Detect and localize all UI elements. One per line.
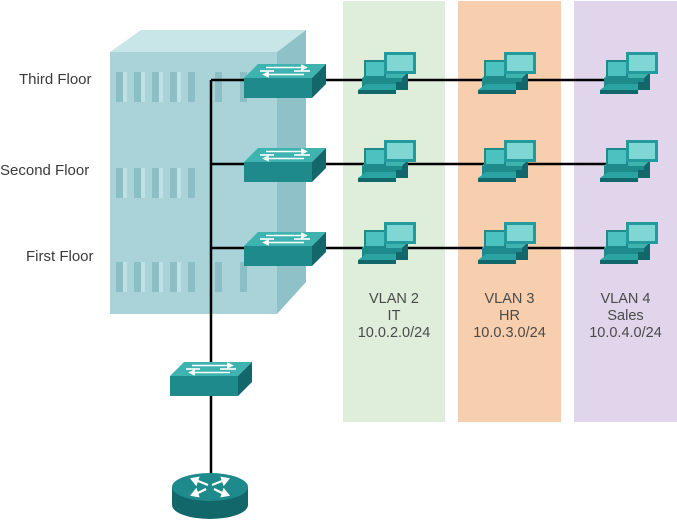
vlan2-subnet: 10.0.2.0/24	[357, 325, 431, 341]
router-icon	[172, 473, 248, 519]
vlan2-name: IT	[387, 308, 401, 324]
vlan3-label: VLAN 3 HR 10.0.3.0/24	[458, 291, 561, 342]
access-switch-icon	[243, 63, 327, 99]
building-icon	[110, 30, 306, 314]
vlan4-label: VLAN 4 Sales 10.0.4.0/24	[574, 291, 677, 342]
distribution-switch-icon	[169, 361, 253, 397]
vlan3-subnet: 10.0.3.0/24	[473, 325, 546, 341]
vlan2-id: VLAN 2	[369, 291, 419, 307]
vlan4-subnet: 10.0.4.0/24	[589, 325, 662, 341]
vlan4-name: Sales	[607, 308, 644, 324]
vlan3-name: HR	[499, 308, 520, 324]
vlan4-id: VLAN 4	[600, 291, 651, 307]
vlan2-label: VLAN 2 IT 10.0.2.0/24	[343, 291, 445, 342]
floor-label-first: First Floor	[26, 248, 94, 265]
floor-label-second: Second Floor	[0, 162, 90, 179]
access-switch-icon	[243, 231, 327, 267]
access-switch-icon	[243, 147, 327, 183]
vlan3-id: VLAN 3	[484, 291, 535, 307]
floor-label-third: Third Floor	[19, 71, 92, 88]
